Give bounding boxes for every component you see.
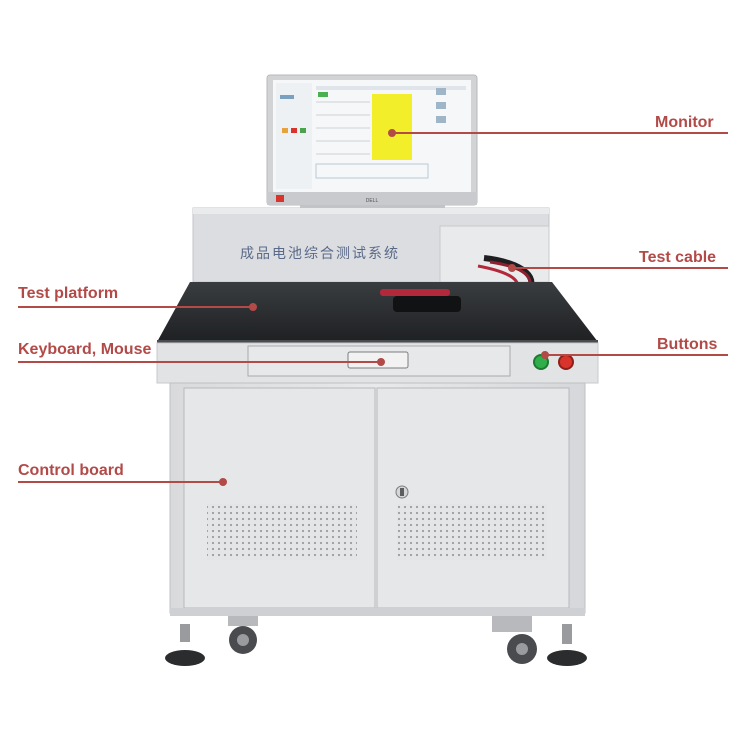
screen-highlight-panel bbox=[372, 94, 412, 160]
callout-monitor: Monitor bbox=[655, 114, 714, 131]
control-cabinet bbox=[169, 382, 586, 616]
upper-enclosure: 成品电池综合测试系统 bbox=[192, 207, 550, 283]
callout-keyboard-mouse: Keyboard, Mouse bbox=[18, 341, 152, 358]
test-platform bbox=[157, 282, 598, 343]
callout-lines bbox=[18, 129, 728, 486]
cabinet-door-right bbox=[376, 387, 570, 609]
callout-test-cable: Test cable bbox=[639, 249, 717, 266]
stop-button bbox=[558, 354, 574, 370]
callout-control-board: Control board bbox=[18, 462, 124, 479]
vent-right bbox=[397, 504, 547, 560]
front-panel-text: 成品电池综合测试系统 bbox=[240, 246, 400, 262]
cabinet-door-left bbox=[183, 387, 376, 609]
callout-buttons: Buttons bbox=[657, 336, 718, 353]
vent-left bbox=[207, 504, 357, 560]
monitor: DELL bbox=[266, 74, 478, 219]
monitor-brand-logo: DELL bbox=[366, 198, 379, 204]
casters bbox=[165, 616, 587, 666]
battery-under-test bbox=[393, 296, 461, 312]
callout-test-platform: Test platform bbox=[18, 285, 119, 302]
